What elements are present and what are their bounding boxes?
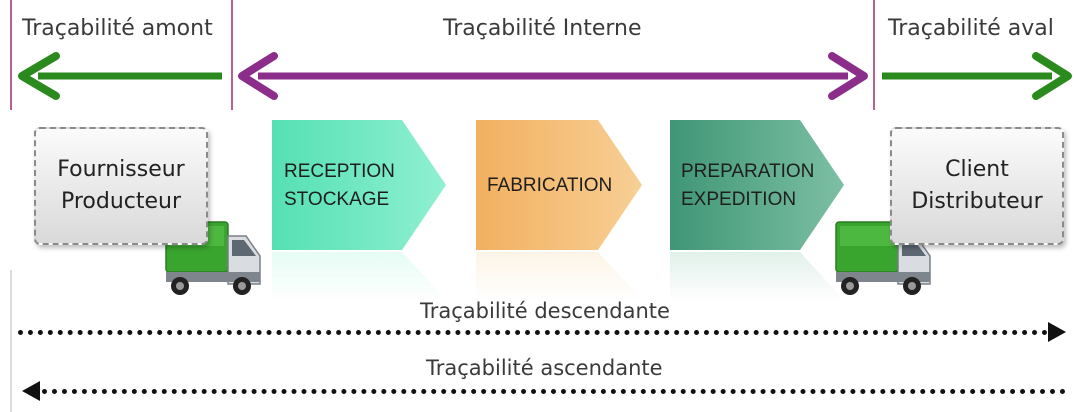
descending-label: Traçabilité descendante [420,299,670,323]
downstream-arrow [882,52,1072,100]
internal-arrow [238,52,868,100]
client-box: Client Distributeur [890,127,1064,245]
descending-arrowhead [1048,322,1066,342]
step-reception-line2: STOCKAGE [284,189,390,210]
downstream-label: Traçabilité aval [888,16,1054,41]
step-preparation-label: PREPARATION EXPEDITION [681,158,814,214]
supplier-box: Fournisseur Producteur [34,127,208,245]
step-fabrication-line1: FABRICATION [487,175,613,196]
upstream-label: Traçabilité amont [22,16,213,41]
step-reception-label: RECEPTION STOCKAGE [284,158,395,214]
step-preparation-line2: EXPEDITION [681,189,797,210]
internal-label: Traçabilité Interne [443,16,642,41]
upstream-arrow [18,52,222,100]
descending-line [18,330,1048,335]
step-fabrication-label: FABRICATION [487,172,612,200]
step-reception-line1: RECEPTION [284,161,395,182]
supplier-line2: Producteur [60,189,182,214]
client-line2: Distributeur [911,189,1043,214]
client-line1: Client [945,157,1009,182]
ascending-line [42,389,1066,394]
ascending-label: Traçabilité ascendante [426,356,663,380]
step-preparation-line1: PREPARATION [681,161,815,182]
supplier-line1: Fournisseur [57,157,185,182]
truck-icon [835,221,931,295]
ascending-arrowhead [22,381,40,401]
